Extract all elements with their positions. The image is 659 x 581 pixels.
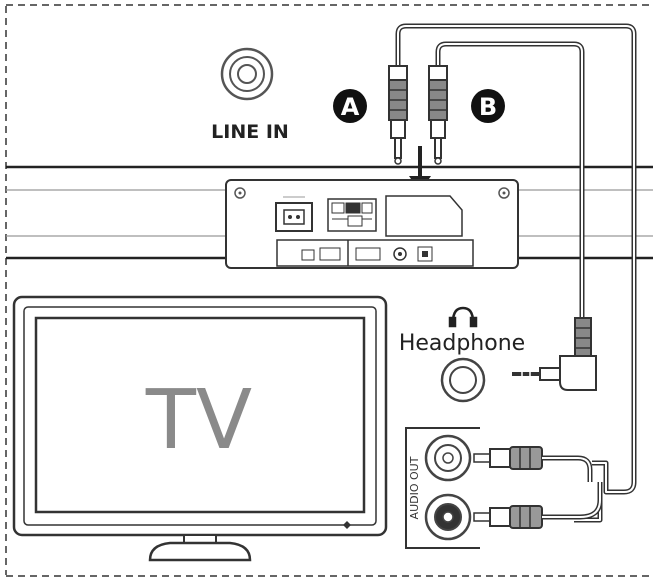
audio-out-panel (405, 427, 480, 549)
tv (12, 295, 388, 562)
rear-panel (225, 179, 519, 269)
headphone-icon (448, 306, 478, 328)
badge-a (333, 89, 367, 123)
badge-a-label: A (341, 93, 360, 121)
badge-b (471, 89, 505, 123)
rca-plug-red (473, 482, 603, 529)
headphone-jack (440, 357, 486, 403)
plug-a (388, 65, 408, 165)
badge-b-label: B (479, 93, 497, 121)
headphone-label: Headphone (399, 331, 525, 356)
line-in-jack (220, 47, 274, 101)
plug-b (428, 65, 448, 165)
audio-out-label: AUDIO OUT (408, 456, 421, 519)
rca-plug-white (473, 446, 593, 482)
tv-label: TV (145, 373, 252, 468)
angled-plug (512, 317, 597, 391)
cable-a-inner (397, 25, 635, 493)
line-in-label: LINE IN (211, 121, 289, 143)
